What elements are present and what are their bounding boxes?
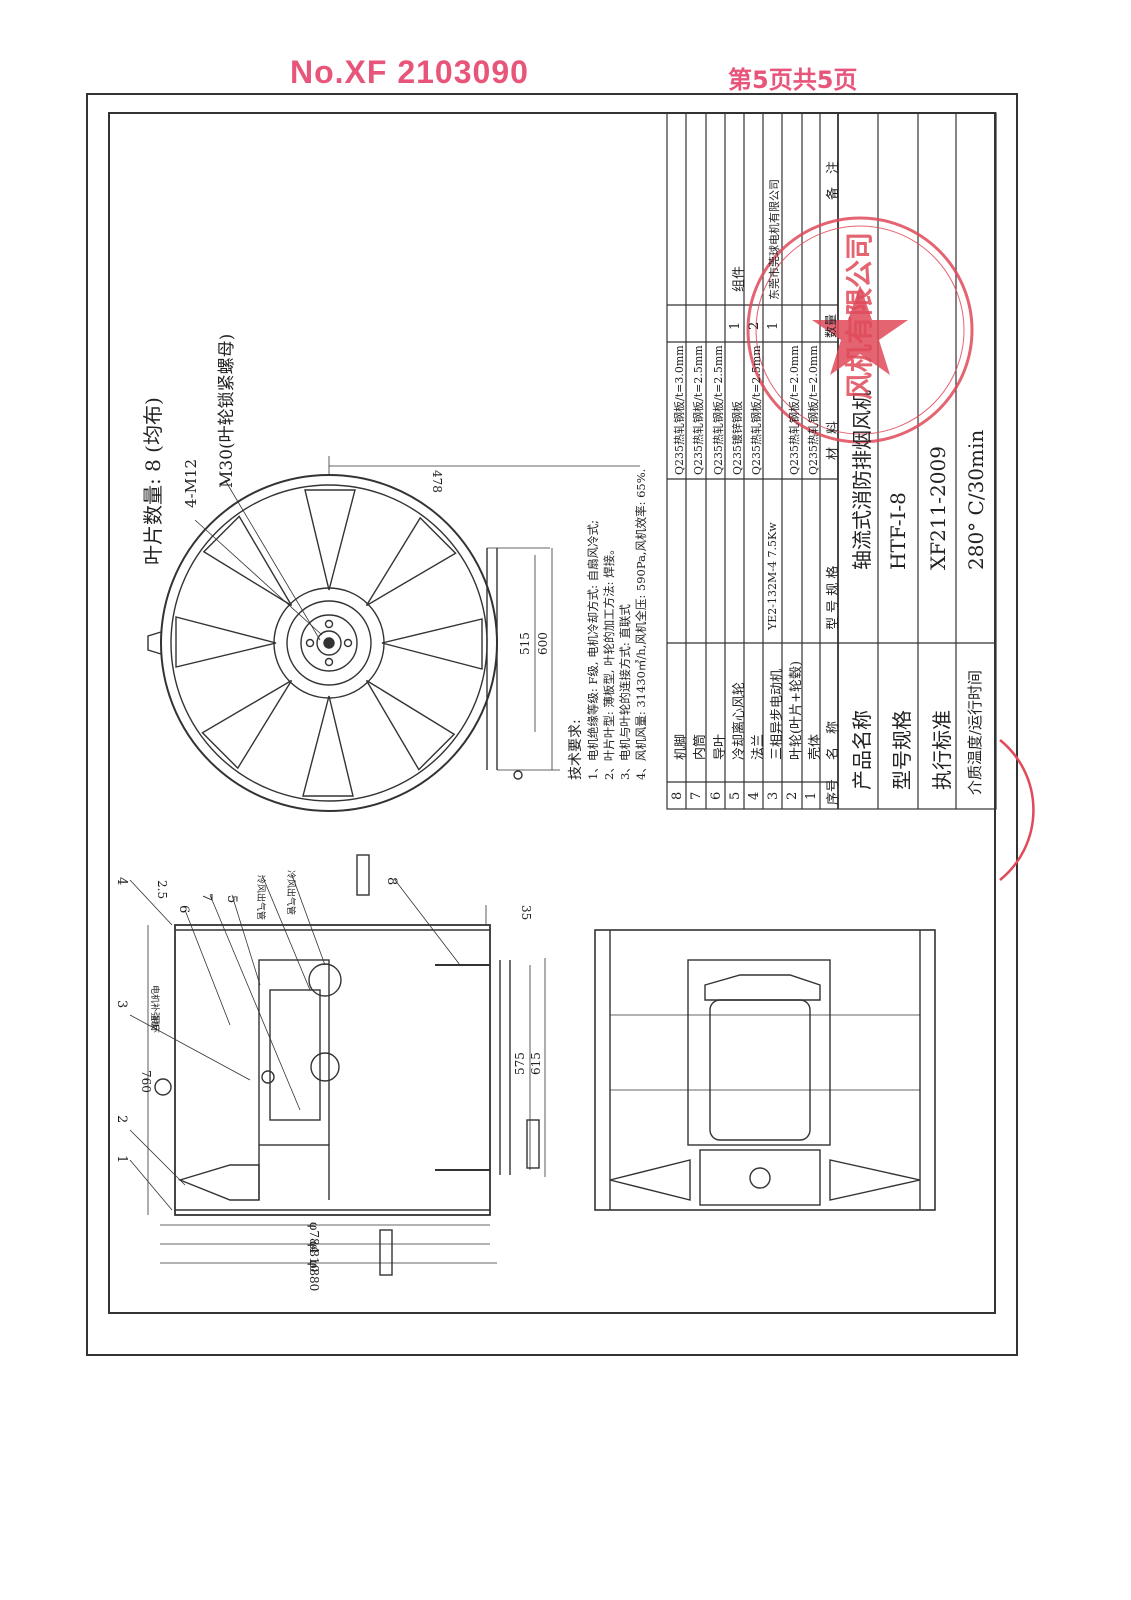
nut-label: M30(叶轮锁紧螺母) — [217, 333, 237, 488]
product-name: 轴流式消防排烟风机 — [850, 390, 874, 570]
label-plate: 电机补强板 — [149, 985, 161, 1030]
bom-row-7-no: 7 — [689, 791, 704, 800]
standard-value: XF211-2009 — [926, 446, 950, 570]
bom-row-2-material: Q235热轧钢板/t=2.0mm — [788, 345, 801, 475]
bom-header-remark: 备 注 — [826, 160, 841, 200]
callout-8: 8 — [384, 877, 399, 885]
side-section-view — [129, 854, 546, 1276]
bom-row-5-qty: 1 — [728, 321, 743, 330]
dia-880: φ880 — [307, 1260, 321, 1291]
document-number: No.XF 2103090 — [290, 54, 529, 90]
bom-row-3-name: 三相异步电动机 — [770, 668, 785, 760]
dim-35: 35 — [519, 905, 533, 920]
label-cool-in: 冷风出气管 — [255, 875, 267, 920]
end-section-view — [594, 929, 936, 1211]
bom-row-3-remark: 东莞市莞球电机有限公司 — [768, 179, 781, 300]
callout-3: 3 — [114, 1000, 129, 1008]
bom-header-qty: 数量 — [824, 313, 838, 338]
bom-row-3-no: 3 — [766, 791, 781, 800]
bom-row-7-name: 内筒 — [693, 733, 708, 760]
bom-row-4-qty: 2 — [747, 321, 762, 330]
bom-row-2-name: 叶轮(叶片+轮毂) — [789, 660, 804, 760]
page-indicator: 第5页共5页 — [728, 66, 858, 94]
bom-row-5-name: 冷却离心风轮 — [732, 681, 747, 760]
product-name-label: 产品名称 — [850, 710, 874, 790]
dim-2-5: 2.5 — [155, 880, 169, 899]
bom-row-1-name: 壳体 — [808, 733, 823, 760]
bom-header-material: 材 料 — [826, 420, 841, 460]
standard-label: 执行标准 — [930, 710, 954, 790]
bom-row-6-name: 导叶 — [713, 733, 728, 760]
bom-row-8-no: 8 — [670, 791, 685, 800]
bom-header-model: 型 号 规 格 — [826, 565, 841, 630]
bom-row-1-material: Q235热轧钢板/t=2.0mm — [807, 345, 820, 475]
inner-frame — [108, 112, 996, 1314]
bom-row-5-material: Q235镀锌钢板 — [731, 400, 744, 475]
bom-table-grid — [666, 112, 997, 810]
dim-615: 615 — [529, 1052, 543, 1075]
bom-header-no: 序号 — [826, 778, 841, 805]
tech-req-title: 技术要求: — [568, 719, 584, 780]
tech-req-item-4: 4、风机风量: 31430㎥/h,风机全压: 590Pa,风机效率: 65%. — [634, 468, 648, 780]
label-hang: 吊环 — [149, 1015, 160, 1033]
bom-row-6-material: Q235热轧钢板/t=2.5mm — [712, 345, 725, 475]
model-value: HTF-I-8 — [886, 492, 910, 570]
dim-575: 575 — [513, 1052, 527, 1075]
front-view — [147, 456, 640, 812]
temp-label: 介质温度/运行时间 — [966, 669, 984, 795]
bolt-label: 4-M12 — [182, 458, 200, 508]
dim-515: 515 — [518, 632, 532, 655]
bom-row-8-material: Q235热轧钢板/t=3.0mm — [673, 345, 686, 475]
bom-row-8-name: 机脚 — [674, 733, 689, 760]
callout-5: 5 — [224, 895, 239, 903]
dim-600: 600 — [536, 632, 550, 655]
bom-row-5-no: 5 — [728, 791, 743, 800]
dim-478: 478 — [430, 470, 444, 493]
dia-784: φ784 — [307, 1222, 321, 1254]
bom-row-4-name: 法兰 — [751, 733, 766, 760]
bom-row-4-no: 4 — [747, 791, 762, 800]
bom-row-3-qty: 1 — [766, 321, 781, 330]
callout-2: 2 — [114, 1115, 129, 1123]
blade-count-label: 叶片数量: 8 (均布) — [141, 397, 165, 565]
callout-4: 4 — [114, 877, 129, 885]
bom-row-2-no: 2 — [785, 791, 800, 800]
bom-row-1-no: 1 — [804, 791, 819, 800]
callout-1: 1 — [114, 1155, 129, 1163]
dia-810: φ810 — [307, 1241, 321, 1272]
temp-value: 280° C/30min — [964, 429, 988, 570]
bom-row-3-model: YE2-132M-4 7.5Kw — [766, 522, 779, 630]
secondary-stamp-arc — [999, 739, 1035, 881]
bom-row-6-no: 6 — [709, 791, 724, 800]
impeller-blades — [175, 489, 483, 797]
company-seal — [746, 216, 974, 444]
callout-6: 6 — [176, 905, 191, 913]
tech-req-item-1: 1、电机绝缘等级: F级, 电机冷却方式: 自扇风冷式; — [586, 519, 600, 780]
label-cool-out: 冷风出气管 — [285, 870, 297, 915]
tech-req-item-2: 2、叶片叶型: 薄板型, 叶轮的加工方法: 焊接。 — [602, 543, 616, 780]
seal-text: 风机有限公司 — [843, 231, 876, 400]
dim-760: 760 — [139, 1070, 153, 1093]
bom-row-7-material: Q235热轧钢板/t=2.5mm — [692, 345, 705, 475]
bom-header-name: 名 称 — [826, 720, 841, 760]
bom-row-4-material: Q235热轧钢板/t=2.5mm — [750, 345, 763, 475]
tech-req-item-3: 3、电机与叶轮的连接方式: 直联式 — [618, 604, 632, 780]
bom-row-5-remark: 组件 — [732, 265, 747, 292]
model-label: 型号规格 — [890, 710, 914, 790]
outer-frame — [86, 93, 1018, 1356]
callout-7: 7 — [199, 893, 214, 901]
